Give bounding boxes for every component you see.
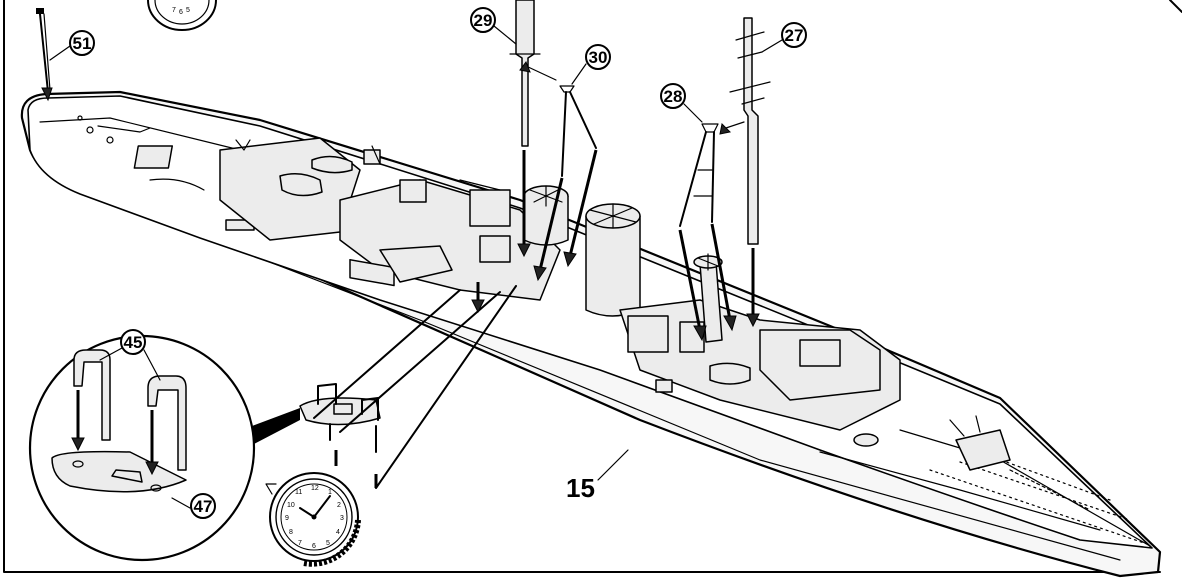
svg-text:29: 29: [474, 11, 493, 30]
svg-text:7: 7: [298, 540, 302, 547]
callout-45: 45: [124, 333, 143, 352]
svg-text:10: 10: [287, 502, 295, 509]
svg-text:30: 30: [589, 48, 608, 67]
fore-gun: [655, 379, 1011, 471]
svg-text:2: 2: [337, 502, 341, 509]
frame-border: [3, 0, 1161, 573]
callout-30: 30: [571, 44, 611, 85]
main-funnel: [585, 203, 641, 317]
svg-text:6: 6: [312, 543, 316, 550]
mast-29: [509, 0, 541, 258]
svg-text:7: 7: [172, 7, 176, 14]
clock-icon: 12 1 2 3 4 5 6 7 8 9 10 11: [265, 472, 361, 567]
svg-text:6: 6: [179, 9, 183, 16]
callout-51: 51: [49, 30, 95, 61]
detail-inset: 45 47: [28, 329, 300, 562]
callout-29: 29: [470, 7, 517, 45]
mid-superstructure: [339, 179, 561, 301]
aft-lifeboat-2: [311, 155, 353, 174]
frame-corner: [1169, 0, 1182, 13]
aft-lifeboat-1: [279, 173, 323, 197]
callout-47: 47: [194, 497, 213, 516]
callout-28: 28: [660, 83, 703, 123]
svg-text:11: 11: [295, 489, 302, 496]
bridge-superstructure: [619, 253, 901, 431]
mast-28-tripod: [678, 123, 737, 342]
svg-text:3: 3: [340, 515, 344, 522]
step-label: 15: [566, 449, 629, 503]
svg-text:8: 8: [289, 529, 293, 536]
aft-funnel: [523, 185, 569, 246]
svg-text:12: 12: [311, 485, 319, 492]
pin-icon: [36, 8, 53, 102]
callout-27: 27: [761, 22, 807, 53]
stern-details: [77, 115, 255, 231]
svg-text:15: 15: [566, 473, 595, 503]
mast-27: [719, 17, 771, 328]
davit-boat-assembly: [299, 282, 517, 489]
svg-text:28: 28: [664, 87, 683, 106]
svg-text:9: 9: [285, 515, 289, 522]
svg-text:5: 5: [326, 540, 330, 547]
partial-clock-icon: 7 6 5: [147, 0, 217, 31]
svg-text:4: 4: [336, 529, 340, 536]
svg-text:1: 1: [328, 489, 332, 496]
bow-deck-markings: [929, 455, 1151, 546]
svg-text:27: 27: [785, 26, 804, 45]
mast-30-tripod: [519, 60, 598, 282]
svg-text:5: 5: [186, 7, 190, 14]
svg-text:51: 51: [73, 34, 92, 53]
